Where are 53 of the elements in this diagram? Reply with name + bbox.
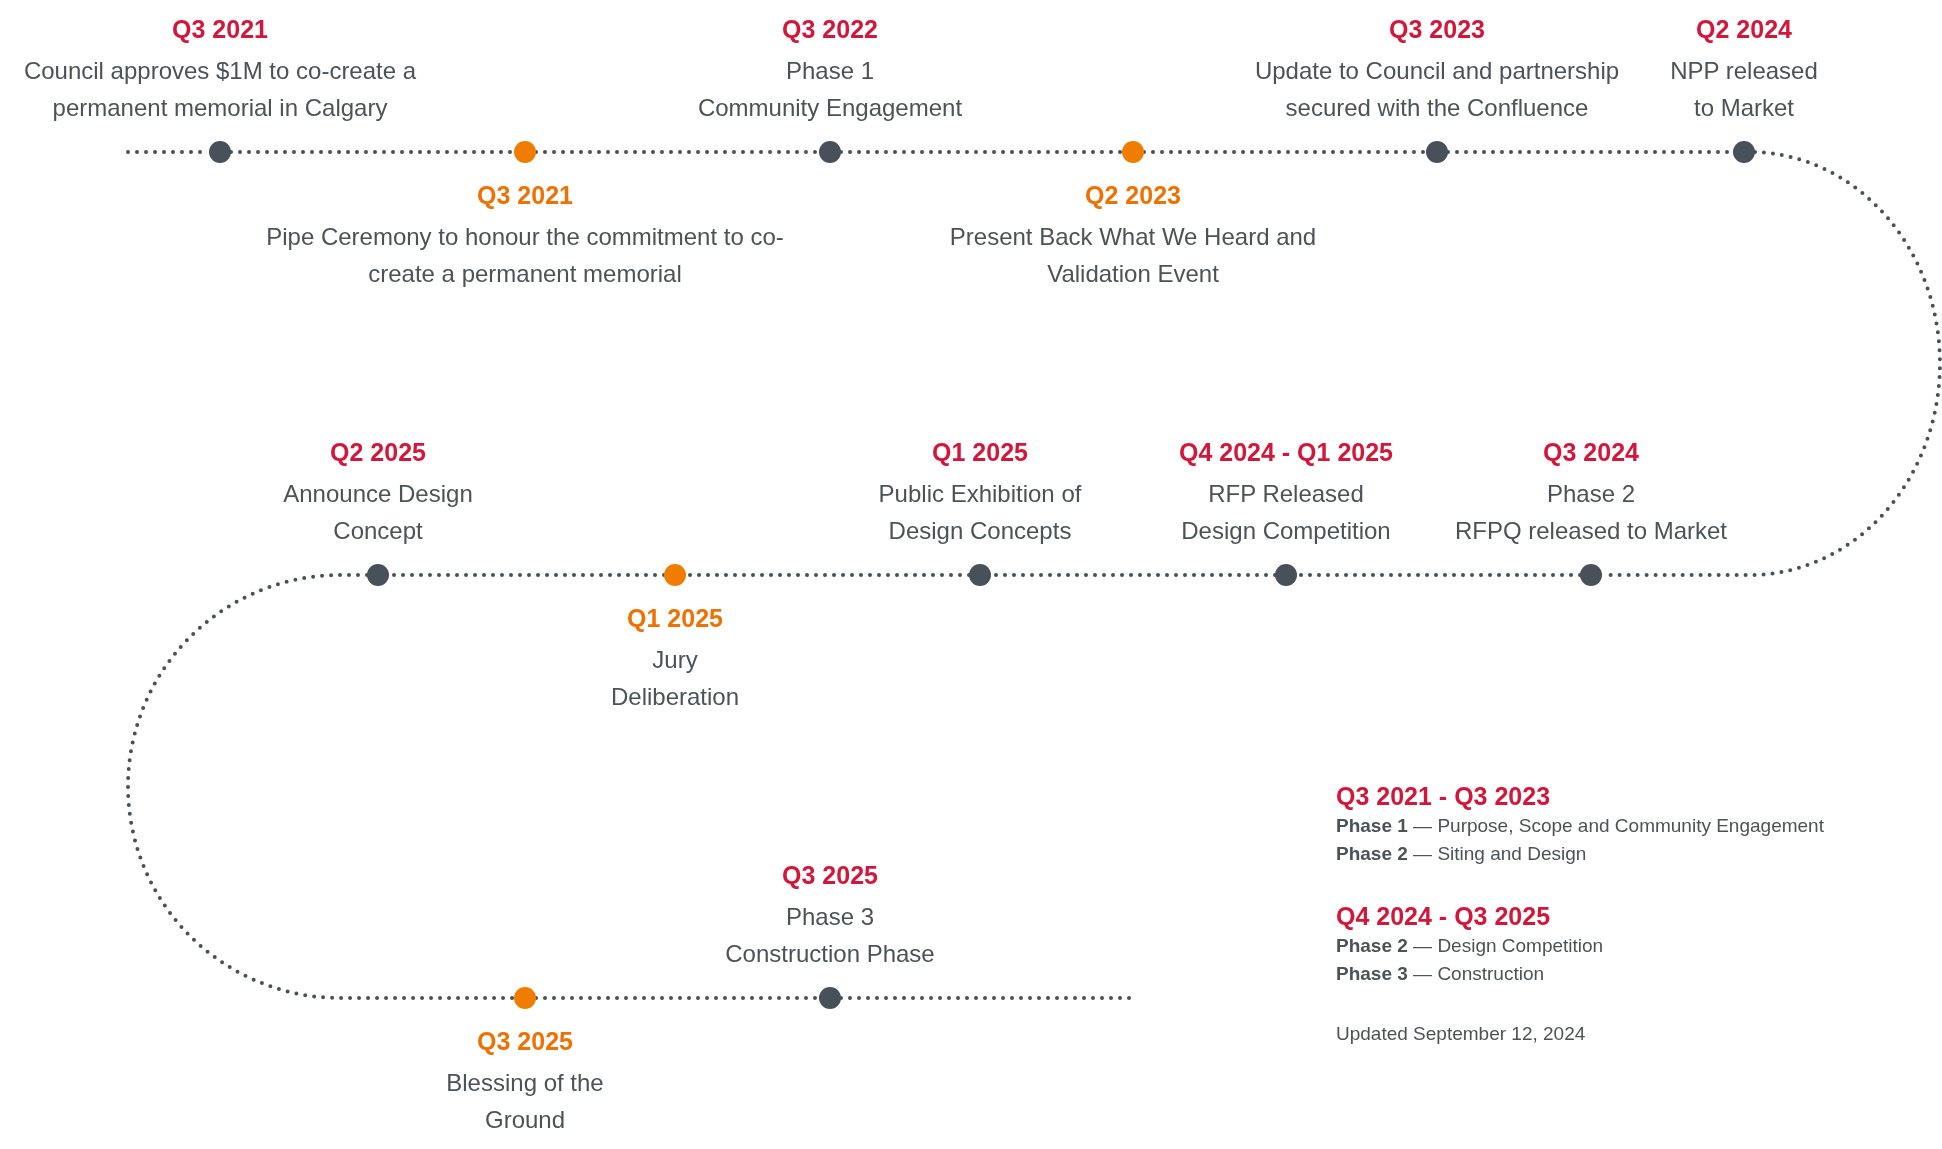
milestone-text: NPP released to Market bbox=[1669, 56, 1819, 123]
milestone-text: RFPQ released to Market bbox=[1454, 516, 1728, 546]
milestone-text: Blessing of the Ground bbox=[445, 1068, 605, 1135]
date-label: Q3 2024 bbox=[1543, 437, 1639, 468]
timeline-dot bbox=[1275, 564, 1297, 586]
milestone-text: RFP Released bbox=[1208, 479, 1364, 509]
date-label: Q2 2025 bbox=[330, 437, 426, 468]
update-note: Updated September 12, 2024 bbox=[1336, 1022, 1587, 1046]
timeline-dot bbox=[514, 141, 536, 163]
date-label: Q2 2024 bbox=[1696, 14, 1792, 45]
date-label: Q1 2025 bbox=[627, 603, 723, 634]
milestone-text: Community Engagement bbox=[697, 93, 963, 123]
period-heading: Q3 2021 - Q3 2023 bbox=[1336, 781, 1552, 812]
milestone-text: Public Exhibition of Design Concepts bbox=[877, 479, 1083, 546]
milestone-text: Present Back What We Heard and Validation Event bbox=[948, 222, 1318, 289]
date-label: Q3 2025 bbox=[477, 1026, 573, 1057]
timeline-dot bbox=[969, 564, 991, 586]
date-label: Q3 2021 bbox=[172, 14, 268, 45]
timeline-dot bbox=[367, 564, 389, 586]
timeline-dot bbox=[819, 987, 841, 1009]
date-label: Q2 2023 bbox=[1085, 180, 1181, 211]
date-label: Q4 2024 - Q1 2025 bbox=[1178, 437, 1393, 468]
phase-description: Phase 2 — Design Competition bbox=[1336, 934, 1605, 958]
timeline-dot bbox=[819, 141, 841, 163]
date-label: Q3 2025 bbox=[782, 860, 878, 891]
milestone-text: Jury Deliberation bbox=[609, 645, 741, 712]
timeline-dot bbox=[1426, 141, 1448, 163]
timeline-dot bbox=[664, 564, 686, 586]
timeline-dot bbox=[1122, 141, 1144, 163]
milestone-text: Council approves $1M to co-create a permanent memorial in Calgary bbox=[22, 56, 418, 123]
period-heading: Q4 2024 - Q3 2025 bbox=[1336, 901, 1552, 932]
phase-description: Phase 2 — Siting and Design bbox=[1336, 842, 1588, 866]
milestone-text: Pipe Ceremony to honour the commitment to co-create a permanent memorial bbox=[265, 222, 785, 289]
dotted-connector bbox=[839, 150, 1124, 154]
date-label: Q1 2025 bbox=[932, 437, 1028, 468]
milestone-text: Update to Council and partnership secured with the Confluence bbox=[1253, 56, 1621, 123]
timeline-dot bbox=[209, 141, 231, 163]
date-label: Q3 2022 bbox=[782, 14, 878, 45]
dotted-connector bbox=[126, 573, 516, 1000]
phase-description: Phase 1 — Purpose, Scope and Community Engagement bbox=[1336, 814, 1824, 838]
date-label: Q3 2021 bbox=[477, 180, 573, 211]
phase-description: Phase 3 — Construction bbox=[1336, 962, 1546, 986]
timeline-dot bbox=[1733, 141, 1755, 163]
dotted-connector bbox=[1142, 150, 1428, 154]
timeline-dot bbox=[514, 987, 536, 1009]
milestone-text: Phase 3 bbox=[785, 902, 875, 932]
milestone-text: Design Competition bbox=[1181, 516, 1391, 546]
timeline-dot bbox=[1580, 564, 1602, 586]
milestone-text: Construction Phase bbox=[725, 939, 935, 969]
milestone-text: Phase 2 bbox=[1546, 479, 1636, 509]
milestone-text: Phase 1 bbox=[785, 56, 875, 86]
milestone-text: Announce Design Concept bbox=[282, 479, 474, 546]
date-label: Q3 2023 bbox=[1389, 14, 1485, 45]
